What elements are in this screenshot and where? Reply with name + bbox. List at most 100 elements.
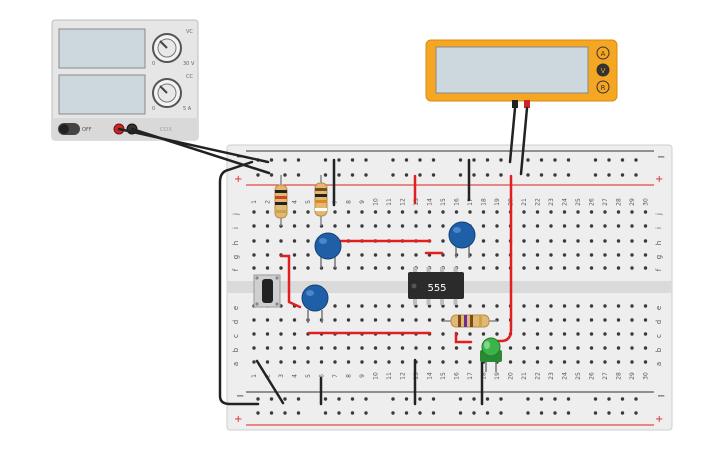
terminal-hole[interactable] <box>360 210 364 214</box>
terminal-hole[interactable] <box>576 332 580 336</box>
rail-hole[interactable] <box>607 411 611 415</box>
terminal-hole[interactable] <box>562 224 567 228</box>
terminal-hole[interactable] <box>535 332 540 336</box>
rail-hole[interactable] <box>620 411 625 415</box>
terminal-hole[interactable] <box>535 346 540 350</box>
rail-hole[interactable] <box>431 173 436 177</box>
terminal-hole[interactable] <box>589 318 594 322</box>
terminal-hole[interactable] <box>400 210 405 214</box>
capacitor-c1[interactable] <box>314 232 342 268</box>
terminal-hole[interactable] <box>319 360 324 364</box>
rail-hole[interactable] <box>256 173 260 177</box>
rail-hole[interactable] <box>418 173 422 177</box>
terminal-hole[interactable] <box>495 266 499 270</box>
rail-hole[interactable] <box>431 158 436 162</box>
terminal-hole[interactable] <box>495 210 499 214</box>
terminal-hole[interactable] <box>279 318 283 322</box>
rail-hole[interactable] <box>472 411 476 415</box>
rail-hole[interactable] <box>323 173 328 177</box>
terminal-hole[interactable] <box>616 266 621 270</box>
terminal-hole[interactable] <box>468 266 472 270</box>
terminal-hole[interactable] <box>643 253 648 257</box>
rail-hole[interactable] <box>296 411 301 415</box>
terminal-hole[interactable] <box>441 239 445 243</box>
terminal-hole[interactable] <box>495 239 499 243</box>
rail-hole[interactable] <box>472 397 476 401</box>
terminal-hole[interactable] <box>468 304 472 308</box>
rail-hole[interactable] <box>553 411 557 415</box>
terminal-hole[interactable] <box>387 210 391 214</box>
terminal-hole[interactable] <box>522 224 526 228</box>
terminal-hole[interactable] <box>373 360 378 364</box>
terminal-hole[interactable] <box>387 346 391 350</box>
terminal-hole[interactable] <box>535 360 540 364</box>
terminal-hole[interactable] <box>522 318 526 322</box>
terminal-hole[interactable] <box>360 224 364 228</box>
rail-hole[interactable] <box>553 158 557 162</box>
rail-hole[interactable] <box>566 158 571 162</box>
terminal-hole[interactable] <box>414 253 418 257</box>
rail-hole[interactable] <box>364 397 368 401</box>
terminal-hole[interactable] <box>292 253 297 257</box>
terminal-hole[interactable] <box>441 210 445 214</box>
terminal-hole[interactable] <box>481 253 486 257</box>
terminal-hole[interactable] <box>265 266 270 270</box>
terminal-hole[interactable] <box>427 360 432 364</box>
wire-jumper-black-3[interactable] <box>255 359 285 405</box>
terminal-hole[interactable] <box>279 346 283 350</box>
rail-hole[interactable] <box>634 397 638 401</box>
terminal-hole[interactable] <box>549 224 553 228</box>
terminal-hole[interactable] <box>643 346 648 350</box>
terminal-hole[interactable] <box>603 266 607 270</box>
power-supply[interactable]: VC 30 V 0 CC 5 A 0 OFF CCIX <box>51 19 199 141</box>
terminal-hole[interactable] <box>589 332 594 336</box>
terminal-hole[interactable] <box>522 210 526 214</box>
rail-hole[interactable] <box>539 173 544 177</box>
terminal-hole[interactable] <box>414 304 418 308</box>
led-green[interactable] <box>480 337 502 372</box>
rail-hole[interactable] <box>593 411 598 415</box>
terminal-hole[interactable] <box>481 332 486 336</box>
terminal-hole[interactable] <box>400 266 405 270</box>
terminal-hole[interactable] <box>454 346 459 350</box>
terminal-hole[interactable] <box>454 360 459 364</box>
terminal-hole[interactable] <box>387 304 391 308</box>
terminal-hole[interactable] <box>373 210 378 214</box>
rail-hole[interactable] <box>593 173 598 177</box>
rail-hole[interactable] <box>499 158 503 162</box>
terminal-hole[interactable] <box>643 360 648 364</box>
terminal-hole[interactable] <box>495 304 499 308</box>
terminal-hole[interactable] <box>643 332 648 336</box>
terminal-hole[interactable] <box>576 266 580 270</box>
terminal-hole[interactable] <box>333 360 337 364</box>
terminal-hole[interactable] <box>387 318 391 322</box>
terminal-hole[interactable] <box>495 253 499 257</box>
rail-hole[interactable] <box>431 411 436 415</box>
terminal-hole[interactable] <box>252 360 256 364</box>
terminal-hole[interactable] <box>562 346 567 350</box>
terminal-hole[interactable] <box>441 346 445 350</box>
rail-hole[interactable] <box>418 411 422 415</box>
terminal-hole[interactable] <box>265 346 270 350</box>
terminal-hole[interactable] <box>522 332 526 336</box>
terminal-hole[interactable] <box>279 332 283 336</box>
terminal-hole[interactable] <box>589 210 594 214</box>
terminal-hole[interactable] <box>306 210 310 214</box>
terminal-hole[interactable] <box>589 360 594 364</box>
voltmeter-mode-button[interactable]: V <box>596 63 610 77</box>
rail-hole[interactable] <box>593 397 598 401</box>
rail-hole[interactable] <box>296 158 301 162</box>
rail-hole[interactable] <box>485 411 490 415</box>
rail-hole[interactable] <box>296 173 301 177</box>
rail-hole[interactable] <box>566 173 571 177</box>
terminal-hole[interactable] <box>481 239 486 243</box>
terminal-hole[interactable] <box>522 266 526 270</box>
rail-hole[interactable] <box>296 397 301 401</box>
terminal-hole[interactable] <box>360 346 364 350</box>
terminal-hole[interactable] <box>616 360 621 364</box>
terminal-hole[interactable] <box>535 224 540 228</box>
terminal-hole[interactable] <box>373 346 378 350</box>
terminal-hole[interactable] <box>495 332 499 336</box>
probe-red-connector[interactable] <box>524 100 530 108</box>
terminal-hole[interactable] <box>562 266 567 270</box>
